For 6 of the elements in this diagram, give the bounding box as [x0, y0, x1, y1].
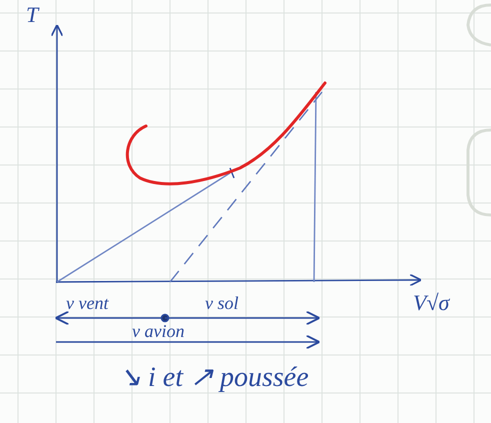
note-text: ↘ i et ↗ poussée [118, 364, 309, 392]
axis-label: V√σ [413, 292, 450, 314]
speed-label: v sol [205, 294, 238, 312]
speed-label: v avion [132, 322, 184, 340]
speed-label: v vent [66, 294, 108, 312]
axis-label: T [26, 4, 38, 26]
